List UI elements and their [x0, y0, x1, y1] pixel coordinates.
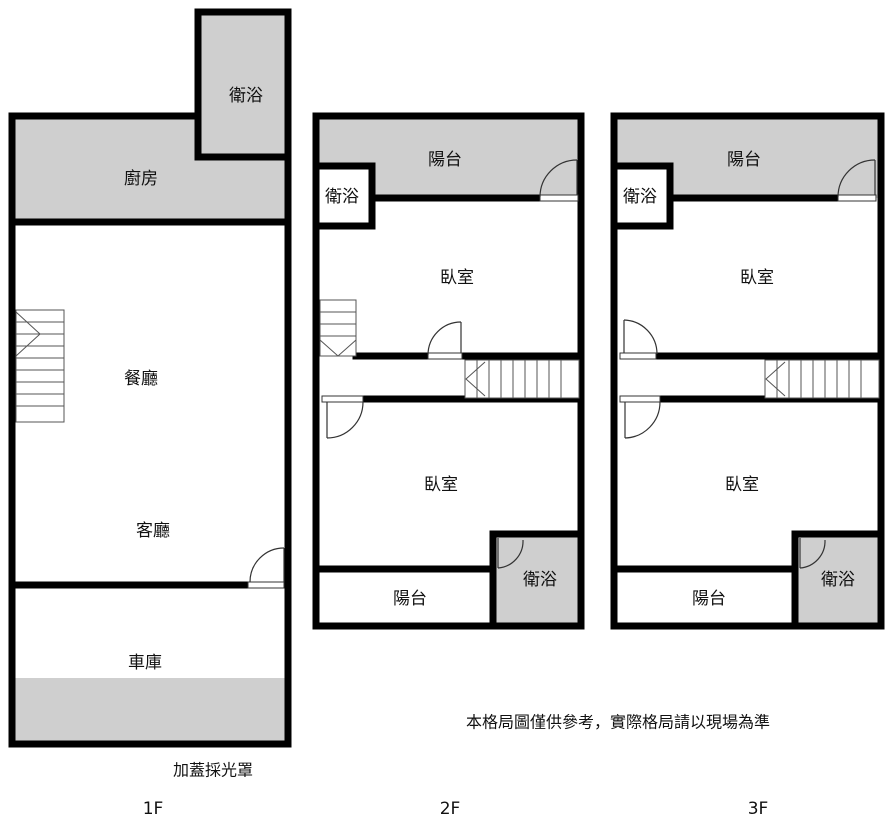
f2-bedroom-top-label: 臥室 [440, 268, 474, 288]
f2-door-bed-bottom [321, 395, 364, 439]
f1-door [247, 547, 285, 589]
f1-dining-label: 餐廳 [124, 369, 158, 389]
f1-bath-label: 衛浴 [229, 86, 263, 106]
f1-kitchen-label: 廚房 [124, 168, 158, 189]
f2-bath-bottom-area [493, 534, 581, 626]
floor-1f: 衛浴 廚房 餐廳 客廳 車庫 加蓋採光罩 1F [8, 8, 292, 819]
f3-door-balcony [837, 159, 877, 202]
f3-bath-top-area [614, 166, 670, 226]
f2-bedroom-bottom-label: 臥室 [424, 475, 458, 495]
f2-balcony-top-label: 陽台 [428, 150, 462, 170]
f2-bath-top-wall [312, 162, 376, 230]
f1-stairs [15, 309, 65, 423]
f3-bedroom-top-label: 臥室 [740, 268, 774, 288]
f2-bath-bottom-wall [489, 530, 585, 573]
f3-door-bed-top [619, 319, 658, 360]
f2-balcony-bottom-label: 陽台 [393, 589, 427, 609]
f2-outer-wall [312, 112, 585, 630]
f2-bath-top-area [316, 166, 372, 226]
f3-bedroom-bottom-label: 臥室 [725, 475, 759, 495]
f1-skylight-area [12, 678, 288, 744]
f3-bath-bottom-label: 衛浴 [821, 570, 855, 590]
f1-skylight-note: 加蓋採光罩 [173, 761, 253, 780]
f3-balcony-bottom-label: 陽台 [692, 589, 726, 609]
f3-door-bed-bottom [619, 395, 661, 439]
f1-garage-label: 車庫 [128, 653, 162, 673]
f2-bath-bottom-label: 衛浴 [523, 570, 557, 590]
f2-stairs-lower [464, 359, 580, 399]
f3-balcony-top-label: 陽台 [727, 150, 761, 170]
f3-stairs [764, 359, 880, 399]
f3-bath-bottom-wall [791, 530, 885, 573]
f2-door-bath-bottom [497, 538, 524, 569]
f1-floor-label: 1F [143, 799, 164, 819]
f1-kitchen-area [12, 116, 288, 222]
f3-door-bath-bottom [799, 538, 826, 569]
f2-door-bed-top [427, 321, 463, 360]
f3-bath-bottom-area [795, 534, 881, 626]
f2-door-balcony [539, 159, 579, 202]
f3-bath-top-label: 衛浴 [623, 187, 657, 207]
f3-outer-wall [610, 112, 885, 630]
f3-bath-top-wall [610, 162, 674, 230]
f2-bath-top-label: 衛浴 [325, 187, 359, 207]
f3-floor-label: 3F [748, 799, 769, 819]
f1-bath-wall [194, 112, 292, 161]
f2-stairs-upper [319, 299, 357, 357]
disclaimer-note: 本格局圖僅供參考，實際格局請以現場為準 [466, 713, 770, 732]
f1-living-label: 客廳 [136, 521, 170, 541]
floor-2f: 陽台 衛浴 臥室 臥室 陽台 衛浴 2F [312, 112, 585, 819]
f2-floor-label: 2F [440, 799, 461, 819]
floor-3f: 陽台 衛浴 臥室 臥室 陽台 衛浴 3F [610, 112, 885, 819]
